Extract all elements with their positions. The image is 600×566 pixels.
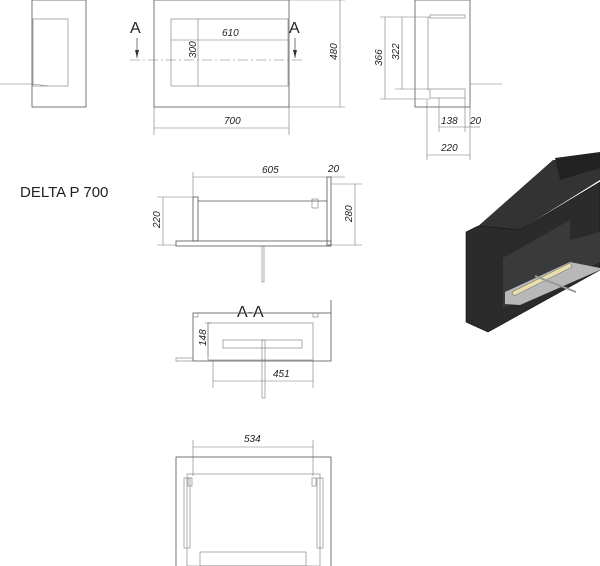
plan-view: 534	[175, 434, 332, 566]
dim-300: 300	[188, 41, 199, 58]
section-a-a: A-A 148 451	[175, 300, 332, 399]
dim-220: 220	[440, 143, 458, 154]
dim-534: 534	[244, 434, 261, 445]
dim-138: 138	[441, 116, 458, 127]
section-marker-right: A	[289, 20, 300, 37]
left-side-view	[0, 0, 87, 108]
fireplace-3d-render	[465, 152, 600, 333]
section-marker-left: A	[130, 20, 141, 37]
dim-366: 366	[374, 49, 385, 66]
dim-480: 480	[329, 43, 340, 60]
dim-322: 322	[391, 43, 402, 60]
right-side-view: 366 322 138 20 220	[374, 0, 502, 160]
section-label: A-A	[237, 304, 264, 321]
dim-top-20: 20	[327, 164, 340, 175]
dim-top-220: 220	[152, 211, 163, 229]
top-view: 605 20 220 280	[152, 164, 362, 283]
dim-605: 605	[262, 165, 279, 176]
front-view: A A 610 300 480 700	[130, 0, 345, 135]
dim-700: 700	[224, 116, 241, 127]
dim-451: 451	[273, 369, 290, 380]
dim-610: 610	[222, 28, 239, 39]
dim-280: 280	[344, 205, 355, 223]
dim-20: 20	[469, 116, 482, 127]
dim-148: 148	[198, 329, 209, 346]
product-title: DELTA P 700	[20, 184, 109, 201]
